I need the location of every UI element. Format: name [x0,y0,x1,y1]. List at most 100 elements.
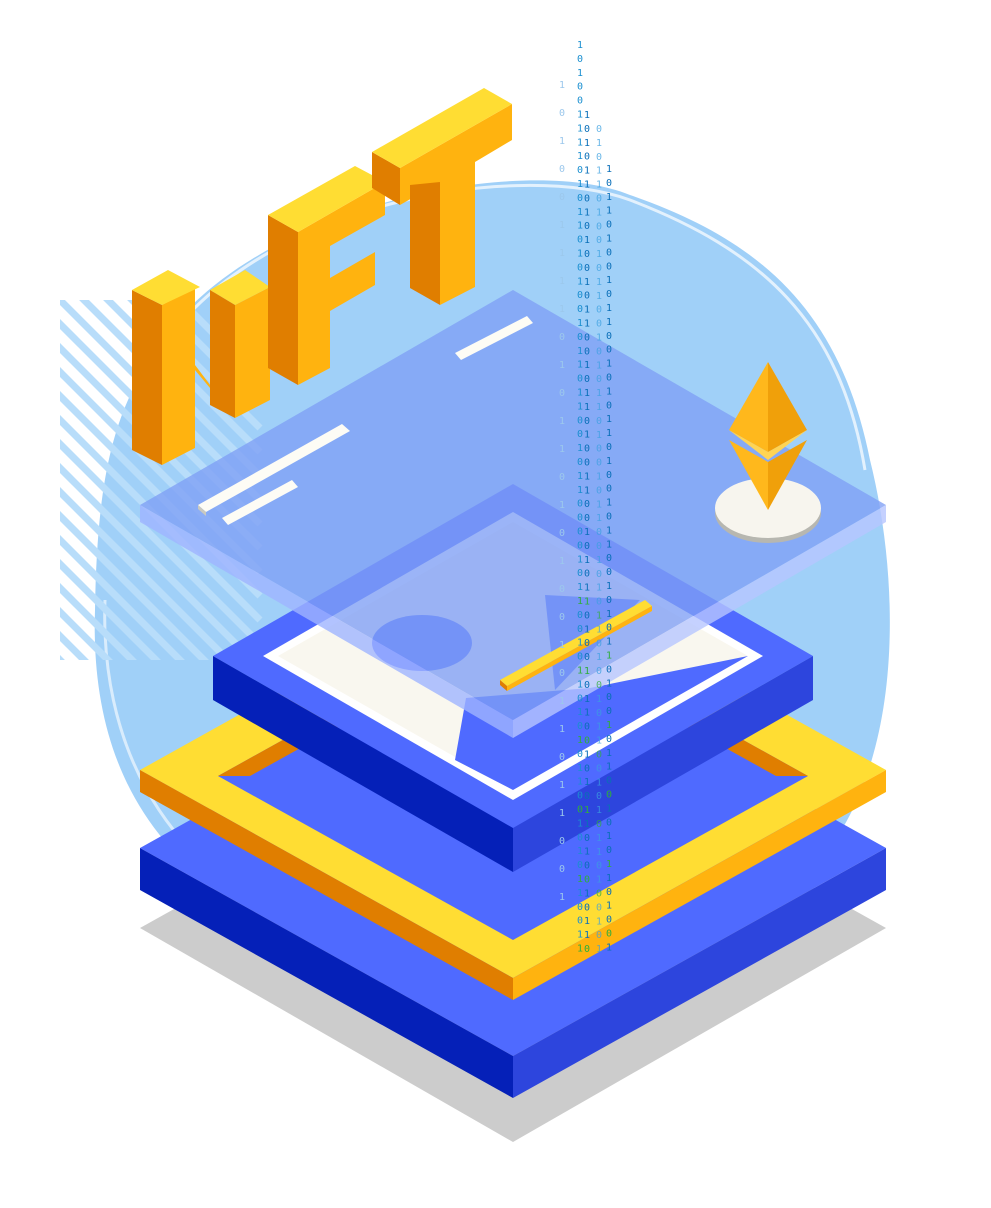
binary-digit: 1 [577,874,583,885]
binary-digit: 0 [559,472,565,483]
binary-digit: 1 [577,249,583,260]
binary-digit: 0 [584,638,590,649]
binary-digit: 0 [606,623,612,634]
binary-digit: 1 [584,471,590,482]
binary-digit: 0 [584,193,590,204]
binary-digit: 1 [606,637,612,648]
binary-digit: 0 [577,791,583,802]
binary-digit: 1 [584,235,590,246]
binary-digit: 1 [596,847,602,858]
binary-digit: 1 [577,68,583,79]
binary-digit: 0 [577,82,583,93]
binary-digit: 0 [559,164,565,175]
binary-digit: 0 [577,457,583,468]
binary-digit: 1 [577,123,583,134]
binary-digit: 0 [577,652,583,663]
binary-digit: 1 [577,638,583,649]
binary-digit: 0 [606,247,612,258]
binary-digit: 0 [596,638,602,649]
binary-digit: 1 [559,556,565,567]
binary-digit: 1 [577,944,583,955]
binary-digit: 1 [577,346,583,357]
binary-digit: 1 [584,583,590,594]
binary-digit: 1 [577,554,583,565]
binary-digit: 1 [596,249,602,260]
binary-digit: 1 [596,333,602,344]
binary-digit: 0 [606,261,612,272]
binary-digit: 0 [577,568,583,579]
binary-digit: 0 [584,332,590,343]
binary-digit: 0 [606,373,612,384]
binary-digit: 1 [606,651,612,662]
binary-digit: 1 [596,555,602,566]
binary-digit: 0 [584,374,590,385]
binary-digit: 1 [577,582,583,593]
binary-digit: 1 [577,818,583,829]
binary-digit: 0 [577,193,583,204]
binary-digit: 0 [596,124,602,135]
binary-digit: 1 [559,696,565,707]
binary-digit: 1 [577,846,583,857]
binary-digit: 1 [584,819,590,830]
binary-digit: 1 [606,831,612,842]
binary-digit: 0 [577,832,583,843]
binary-digit: 1 [606,303,612,314]
ethereum-icon [715,362,821,543]
binary-digit: 1 [584,888,590,899]
binary-digit: 1 [596,402,602,413]
binary-digit: 0 [577,860,583,871]
binary-digit: 0 [577,527,583,538]
binary-digit: 1 [584,180,590,191]
binary-digit: 1 [577,888,583,899]
binary-digit: 0 [577,805,583,816]
binary-digit: 0 [596,930,602,941]
binary-digit: 0 [584,416,590,427]
binary-digit: 1 [584,430,590,441]
binary-digit: 1 [577,401,583,412]
binary-digit: 1 [577,110,583,121]
binary-digit: 0 [584,346,590,357]
binary-digit: 1 [584,555,590,566]
binary-digit: 0 [584,124,590,135]
binary-digit: 1 [606,414,612,425]
binary-digit: 0 [559,836,565,847]
binary-digit: 1 [596,944,602,955]
binary-digit: 1 [584,277,590,288]
binary-digit: 0 [606,692,612,703]
binary-digit: 0 [596,527,602,538]
binary-digit: 1 [596,722,602,733]
binary-digit: 0 [577,96,583,107]
binary-digit: 0 [559,612,565,623]
binary-digit: 0 [596,569,602,580]
yellow-bar [500,600,652,691]
binary-digit: 0 [596,235,602,246]
binary-digit: 1 [606,164,612,175]
binary-digit: 1 [596,472,602,483]
binary-digit: 1 [606,942,612,953]
binary-digit: 0 [606,553,612,564]
binary-digit: 0 [606,470,612,481]
binary-digit: 1 [584,110,590,121]
binary-digit: 1 [577,388,583,399]
binary-digit: 0 [584,944,590,955]
binary-digit: 1 [584,930,590,941]
binary-digit: 0 [584,249,590,260]
binary-digit: 0 [577,624,583,635]
binary-digit: 1 [584,666,590,677]
binary-digit: 0 [596,763,602,774]
binary-digit: 0 [584,722,590,733]
binary-digit: 1 [584,708,590,719]
binary-digit: 1 [577,360,583,371]
binary-digit: 0 [559,388,565,399]
binary-digit: 0 [584,763,590,774]
binary-digit: 1 [606,386,612,397]
glass-card [140,290,886,738]
binary-digit: 1 [596,777,602,788]
binary-digit: 1 [584,777,590,788]
binary-digit: 0 [584,513,590,524]
binary-digit: 0 [606,929,612,940]
binary-digit: 1 [596,805,602,816]
binary-digit: 1 [577,179,583,190]
binary-digit: 1 [559,500,565,511]
binary-digit: 1 [606,609,612,620]
